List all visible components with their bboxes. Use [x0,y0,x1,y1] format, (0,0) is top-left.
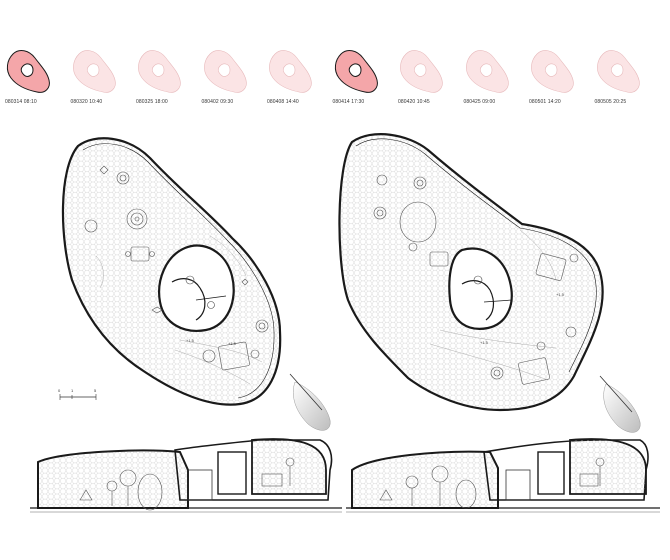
section-left [30,438,342,513]
scale-bar: 0 1 5 [58,388,97,400]
plan-right-furniture [373,174,579,385]
central-room-right [448,247,513,330]
thumbnail-8 [465,50,509,93]
thumbnail-1 [6,50,50,93]
thumbnail-label-3: 080325 18:00 [136,99,168,105]
thumbnail-9 [531,50,574,93]
thumbnail-label-6: 080414 17:30 [332,99,365,105]
floor-plan-right: +1.5 +1.5 [338,133,604,412]
thumbnail-3 [138,50,181,93]
plan-right-contours [429,229,557,381]
thumbnail-label-9: 080501 14:20 [529,99,561,105]
thumbnail-4 [203,50,247,93]
thumbnail-label-7: 080420 10:45 [398,99,430,105]
section-right [346,438,660,513]
thumbnail-label-5: 080408 14:40 [267,99,299,105]
thumbnail-7 [400,50,443,93]
thumbnail-5 [269,50,312,93]
thumbnail-2 [72,50,116,93]
level-marker-left-a: +1.5 [186,338,195,343]
shadow-diagram-left [289,373,331,431]
thumbnail-label-4: 080402 09:30 [201,99,234,105]
floor-plan-left: +1.5 +1.5 [61,137,282,406]
thumbnail-label-10: 080505 20:25 [594,99,627,105]
level-marker-right-b: +1.5 [556,292,565,297]
central-room-left [158,244,235,332]
thumbnail-label-8: 080425 09:00 [463,99,496,105]
thumbnail-6 [334,50,378,93]
shadow-diagram-right [599,375,641,433]
thumbnail-label-2: 080320 10:40 [70,99,103,105]
level-marker-left-b: +1.5 [228,341,237,346]
level-marker-right-a: +1.5 [480,340,489,345]
scale-tick-0: 0 [58,388,61,393]
scale-tick-1: 1 [71,388,74,393]
thumbnail-10 [596,50,640,93]
plan-left-furniture [84,165,269,371]
thumbnail-label-1: 080314 08:10 [5,99,37,105]
scale-tick-5: 5 [94,388,97,393]
